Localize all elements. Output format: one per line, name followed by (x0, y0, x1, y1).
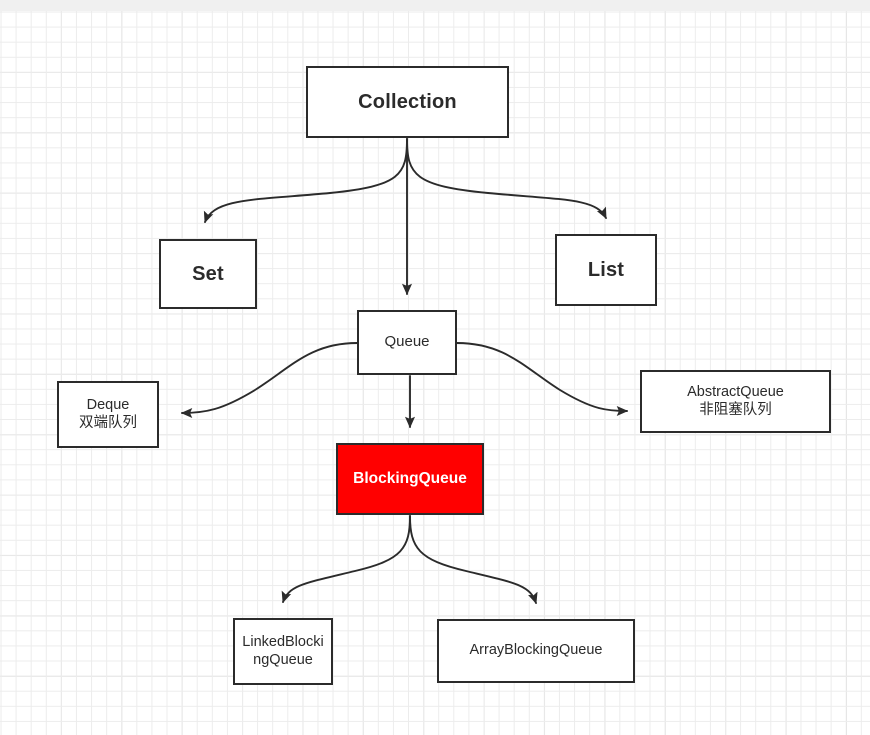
node-collection-label: Collection (358, 90, 457, 113)
canvas-top-strip (0, 0, 870, 11)
node-abstractqueue[interactable]: AbstractQueue 非阻塞队列 (640, 370, 831, 433)
node-list-label: List (587, 258, 625, 281)
node-arrayblockingqueue-label: ArrayBlockingQueue (469, 642, 603, 659)
node-queue[interactable]: Queue (357, 310, 457, 375)
node-linkedblockingqueue-label: LinkedBlocki ngQueue (235, 634, 331, 669)
node-linkedblockingqueue-label-line1: LinkedBlocki (242, 633, 324, 650)
node-collection[interactable]: Collection (306, 66, 509, 138)
node-arrayblockingqueue[interactable]: ArrayBlockingQueue (437, 619, 635, 683)
node-set-label: Set (192, 262, 224, 285)
node-linkedblockingqueue[interactable]: LinkedBlocki ngQueue (233, 618, 333, 685)
node-blockingqueue-label: BlockingQueue (353, 469, 467, 487)
node-linkedblockingqueue-label-line2: ngQueue (253, 651, 313, 668)
node-queue-label: Queue (384, 333, 430, 351)
node-blockingqueue[interactable]: BlockingQueue (336, 443, 484, 515)
node-deque-label: Deque 双端队列 (59, 397, 157, 432)
node-list[interactable]: List (555, 234, 657, 306)
node-abstractqueue-label-en: AbstractQueue (687, 383, 784, 400)
node-deque[interactable]: Deque 双端队列 (57, 381, 159, 448)
node-deque-label-zh: 双端队列 (79, 414, 137, 431)
node-abstractqueue-label: AbstractQueue 非阻塞队列 (642, 384, 829, 419)
node-set[interactable]: Set (159, 239, 257, 309)
node-abstractqueue-label-zh: 非阻塞队列 (699, 401, 772, 418)
node-deque-label-en: Deque (86, 396, 130, 413)
